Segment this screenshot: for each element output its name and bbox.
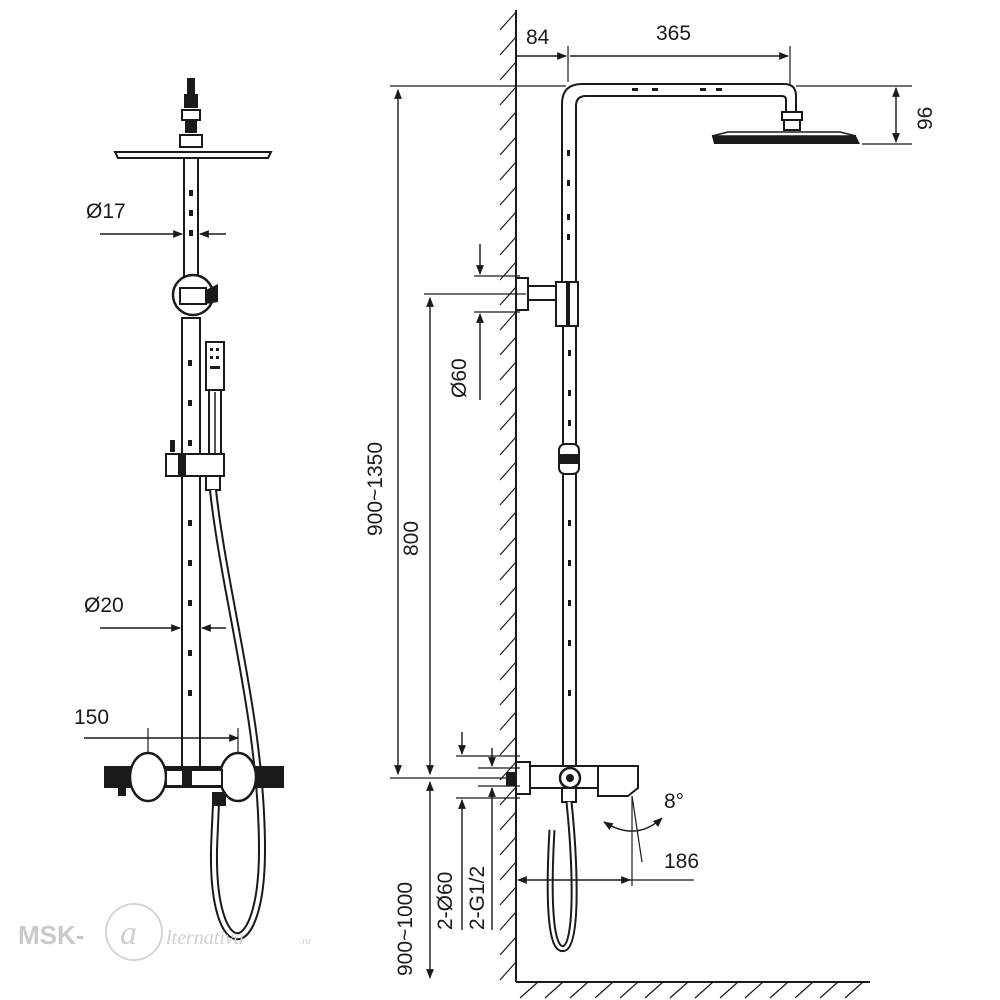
dim-186: 186: [517, 850, 699, 884]
label-84: 84: [526, 26, 550, 49]
wall-bracket: [515, 277, 579, 327]
rain-shower-plate: [113, 151, 273, 159]
upper-pipe: [183, 157, 199, 279]
thermostatic-mixer-front: [104, 751, 284, 806]
label-d17: Ø17: [86, 200, 126, 223]
watermark-logo: MSK- a lternativa .ru: [18, 903, 311, 961]
slide-holder: [165, 440, 225, 491]
hand-shower: [205, 341, 225, 461]
watermark-brand: MSK-: [18, 920, 84, 950]
watermark-tld: .ru: [300, 936, 311, 946]
top-connector: [179, 78, 203, 148]
front-view: Ø17 Ø20 150: [74, 78, 284, 940]
dim-angle: 8°: [603, 790, 684, 886]
label-900-1000: 900~1000: [394, 882, 417, 976]
label-150: 150: [74, 706, 109, 729]
label-d60: Ø60: [448, 358, 471, 398]
hose: [209, 489, 267, 940]
diverter: [171, 273, 218, 317]
floor: [516, 981, 870, 999]
lower-pipe: [181, 317, 201, 769]
label-800: 800: [400, 521, 423, 556]
dim-365: 365: [570, 22, 791, 84]
label-2-g12: 2-G1/2: [466, 866, 489, 930]
lower-column-pipe: [558, 325, 580, 767]
dim-800: 800: [400, 293, 526, 775]
dim-d20: Ø20: [84, 594, 226, 632]
label-96: 96: [914, 107, 937, 130]
watermark-letter: a: [120, 915, 137, 952]
dim-84: 84: [516, 26, 569, 82]
dim-inlets: 2-Ø60 2-G1/2: [434, 732, 520, 930]
label-365: 365: [656, 22, 691, 45]
label-186: 186: [664, 850, 699, 873]
label-900-1350: 900~1350: [364, 442, 387, 536]
dim-900-1000: 900~1000: [394, 781, 434, 979]
thermostatic-mixer-side: [506, 761, 639, 803]
watermark-script: lternativa: [166, 927, 244, 949]
label-d20: Ø20: [84, 594, 124, 617]
dim-96: 96: [796, 85, 937, 145]
wall: [499, 10, 517, 982]
shower-column: [561, 83, 860, 290]
dim-900-1350: 900~1350: [364, 89, 402, 775]
side-view: 84 365 96 Ø60 900~1350: [364, 10, 937, 999]
dim-150: 150: [74, 706, 239, 752]
label-angle: 8°: [664, 790, 684, 813]
dim-d17: Ø17: [86, 200, 226, 238]
label-2-d60: 2-Ø60: [434, 872, 457, 930]
dim-d60: Ø60: [448, 244, 520, 400]
